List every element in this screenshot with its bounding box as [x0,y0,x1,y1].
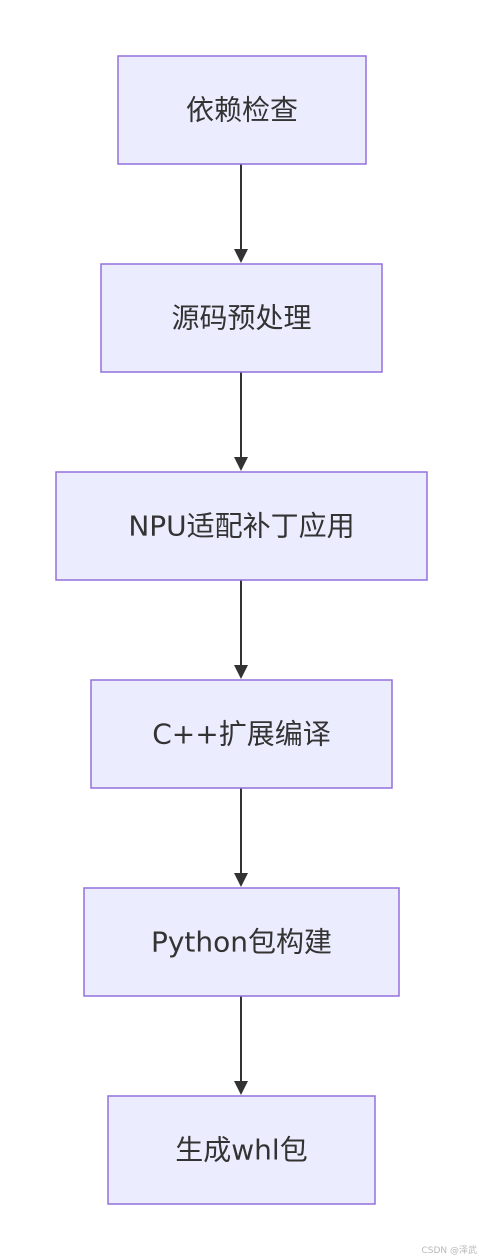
node-3: NPU适配补丁应用 [55,471,428,581]
edge-3 [234,580,248,679]
node-6: 生成whl包 [107,1095,376,1205]
arrowhead-icon [234,1081,248,1095]
arrowhead-icon [234,873,248,887]
watermark-text: CSDN @泽武 [421,1246,477,1256]
arrowhead-icon [234,457,248,471]
edge-2 [234,372,248,471]
node-2: 源码预处理 [100,263,383,373]
edge-5 [234,996,248,1095]
node-box [55,471,428,581]
node-label: Python包构建 [151,926,332,959]
node-4: C++扩展编译 [90,679,393,789]
edges-layer [234,164,248,1095]
node-label: 依赖检查 [186,94,298,127]
node-label: NPU适配补丁应用 [128,510,354,543]
node-label: C++扩展编译 [152,718,330,751]
arrowhead-icon [234,665,248,679]
node-box [83,887,400,997]
node-box [100,263,383,373]
node-label: 源码预处理 [171,302,311,335]
node-label: 生成whl包 [175,1134,307,1167]
edge-4 [234,788,248,887]
node-box [90,679,393,789]
edge-1 [234,164,248,263]
node-box [107,1095,376,1205]
node-box [117,55,367,165]
node-1: 依赖检查 [117,55,367,165]
node-5: Python包构建 [83,887,400,997]
arrowhead-icon [234,249,248,263]
